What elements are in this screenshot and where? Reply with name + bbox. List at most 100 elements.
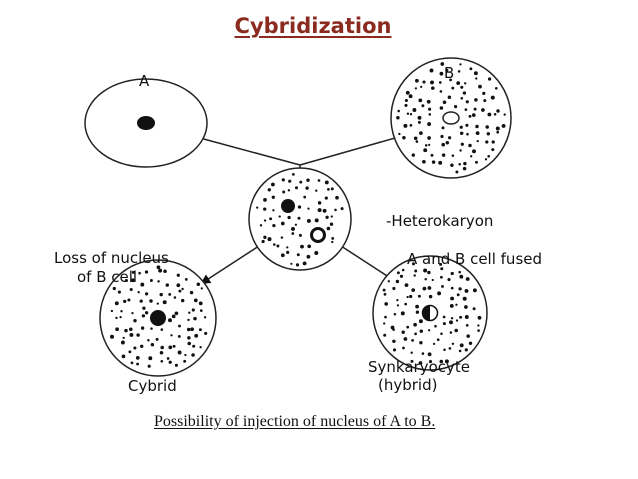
- cytoplasm-dot: [428, 143, 431, 147]
- cytoplasm-dot: [415, 304, 419, 309]
- cytoplasm-dot: [465, 277, 470, 281]
- connector-b: [299, 137, 396, 166]
- cytoplasm-dot: [405, 90, 410, 95]
- cytoplasm-dot: [263, 207, 267, 211]
- cytoplasm-dot: [392, 339, 396, 344]
- cytoplasm-dot: [495, 87, 498, 90]
- cytoplasm-dot: [477, 329, 480, 332]
- cytoplasm-dot: [159, 292, 163, 297]
- cytoplasm-dot: [469, 67, 473, 71]
- cytoplasm-dot: [450, 296, 455, 301]
- cytoplasm-dot: [183, 359, 187, 363]
- cytoplasm-dot: [468, 341, 473, 346]
- cytoplasm-dot: [199, 346, 202, 349]
- cytoplasm-dot: [124, 328, 128, 333]
- cytoplasm-dot: [392, 348, 397, 352]
- cytoplasm-dot: [456, 293, 460, 297]
- cytoplasm-dot: [440, 62, 445, 66]
- cytoplasm-dot: [475, 77, 478, 80]
- cytoplasm-dot: [280, 221, 285, 226]
- cytoplasm-dot: [191, 308, 195, 312]
- cytoplasm-dot: [276, 244, 280, 248]
- cytoplasm-dot: [287, 215, 291, 220]
- cytoplasm-dot: [138, 271, 141, 275]
- cytoplasm-dot: [147, 338, 150, 342]
- cytoplasm-dot: [307, 207, 310, 210]
- cytoplasm-dot: [296, 253, 300, 257]
- cytoplasm-dot: [460, 85, 464, 89]
- cytoplasm-dot: [424, 277, 427, 281]
- cytoplasm-dot: [413, 322, 417, 327]
- cytoplasm-dot: [442, 322, 446, 326]
- cytoplasm-dot: [317, 208, 322, 213]
- label-heterokaryon: -Heterokaryon: [386, 212, 493, 230]
- cytoplasm-dot: [445, 68, 449, 72]
- cytoplasm-dot: [330, 187, 334, 191]
- cytoplasm-dot: [411, 153, 415, 157]
- cytoplasm-dot: [156, 265, 161, 270]
- cytoplasm-dot: [272, 209, 275, 212]
- cytoplasm-dot: [290, 262, 293, 265]
- page-title: Cybridization: [234, 14, 392, 38]
- cytoplasm-dot: [490, 95, 495, 100]
- cytoplasm-dot: [392, 328, 395, 331]
- cytoplasm-dot: [477, 315, 482, 320]
- cytoplasm-dot: [140, 326, 145, 330]
- cytoplasm-dot: [306, 178, 310, 182]
- cytoplasm-dot: [396, 298, 399, 302]
- cell-b: [390, 57, 512, 179]
- cytoplasm-dot: [411, 262, 416, 266]
- cytoplasm-dot: [396, 304, 400, 307]
- cytoplasm-dot: [477, 324, 480, 327]
- cytoplasm-dot: [411, 339, 414, 342]
- cytoplasm-dot: [401, 330, 405, 334]
- cytoplasm-dot: [472, 149, 476, 154]
- cytoplasm-dot: [449, 320, 453, 325]
- cytoplasm-dot: [327, 188, 330, 191]
- cytoplasm-dot: [194, 333, 199, 338]
- cytoplasm-dot: [115, 327, 119, 332]
- cytoplasm-dot: [414, 332, 417, 336]
- cytoplasm-dot: [455, 303, 458, 306]
- cytoplasm-dot: [450, 271, 454, 276]
- cytoplasm-dot: [395, 279, 400, 284]
- cytoplasm-dot: [286, 246, 289, 249]
- cytoplasm-dot: [398, 132, 401, 136]
- cytoplasm-dot: [168, 345, 173, 350]
- cytoplasm-dot: [428, 113, 432, 116]
- label-cybrid: Cybrid: [128, 377, 177, 395]
- cytoplasm-dot: [419, 329, 423, 333]
- cytoplasm-dot: [160, 359, 164, 363]
- cytoplasm-dot: [422, 286, 427, 291]
- cytoplasm-dot: [440, 332, 443, 335]
- cytoplasm-dot: [263, 219, 267, 222]
- cytoplasm-dot: [440, 267, 444, 271]
- cytoplasm-dot: [417, 120, 421, 124]
- cytoplasm-dot: [449, 78, 452, 82]
- cytoplasm-dot: [331, 240, 334, 244]
- cytoplasm-dot: [399, 274, 404, 278]
- label-a: A: [139, 72, 150, 90]
- cytoplasm-dot: [431, 278, 434, 282]
- cytoplasm-dot: [172, 344, 176, 348]
- cytoplasm-dot: [267, 237, 272, 242]
- cytoplasm-dot: [177, 334, 181, 338]
- cytoplasm-dot: [486, 132, 491, 136]
- cytoplasm-dot: [203, 316, 207, 319]
- cytoplasm-dot: [178, 289, 182, 293]
- cytoplasm-dot: [280, 236, 284, 239]
- cytoplasm-dot: [466, 132, 469, 136]
- cytoplasm-dot: [139, 299, 143, 303]
- cytoplasm-dot: [112, 286, 116, 291]
- cytoplasm-dot: [493, 113, 497, 116]
- cytoplasm-dot: [273, 243, 276, 246]
- cytoplasm-dot: [324, 196, 328, 200]
- cytoplasm-dot: [174, 363, 178, 367]
- cytoplasm-dot: [496, 130, 500, 134]
- cytoplasm-dot: [484, 158, 488, 161]
- cytoplasm-dot: [193, 316, 197, 321]
- cytoplasm-dot: [401, 268, 405, 272]
- cytoplasm-dot: [180, 298, 185, 303]
- cytoplasm-dot: [457, 70, 461, 73]
- cytoplasm-dot: [423, 148, 428, 153]
